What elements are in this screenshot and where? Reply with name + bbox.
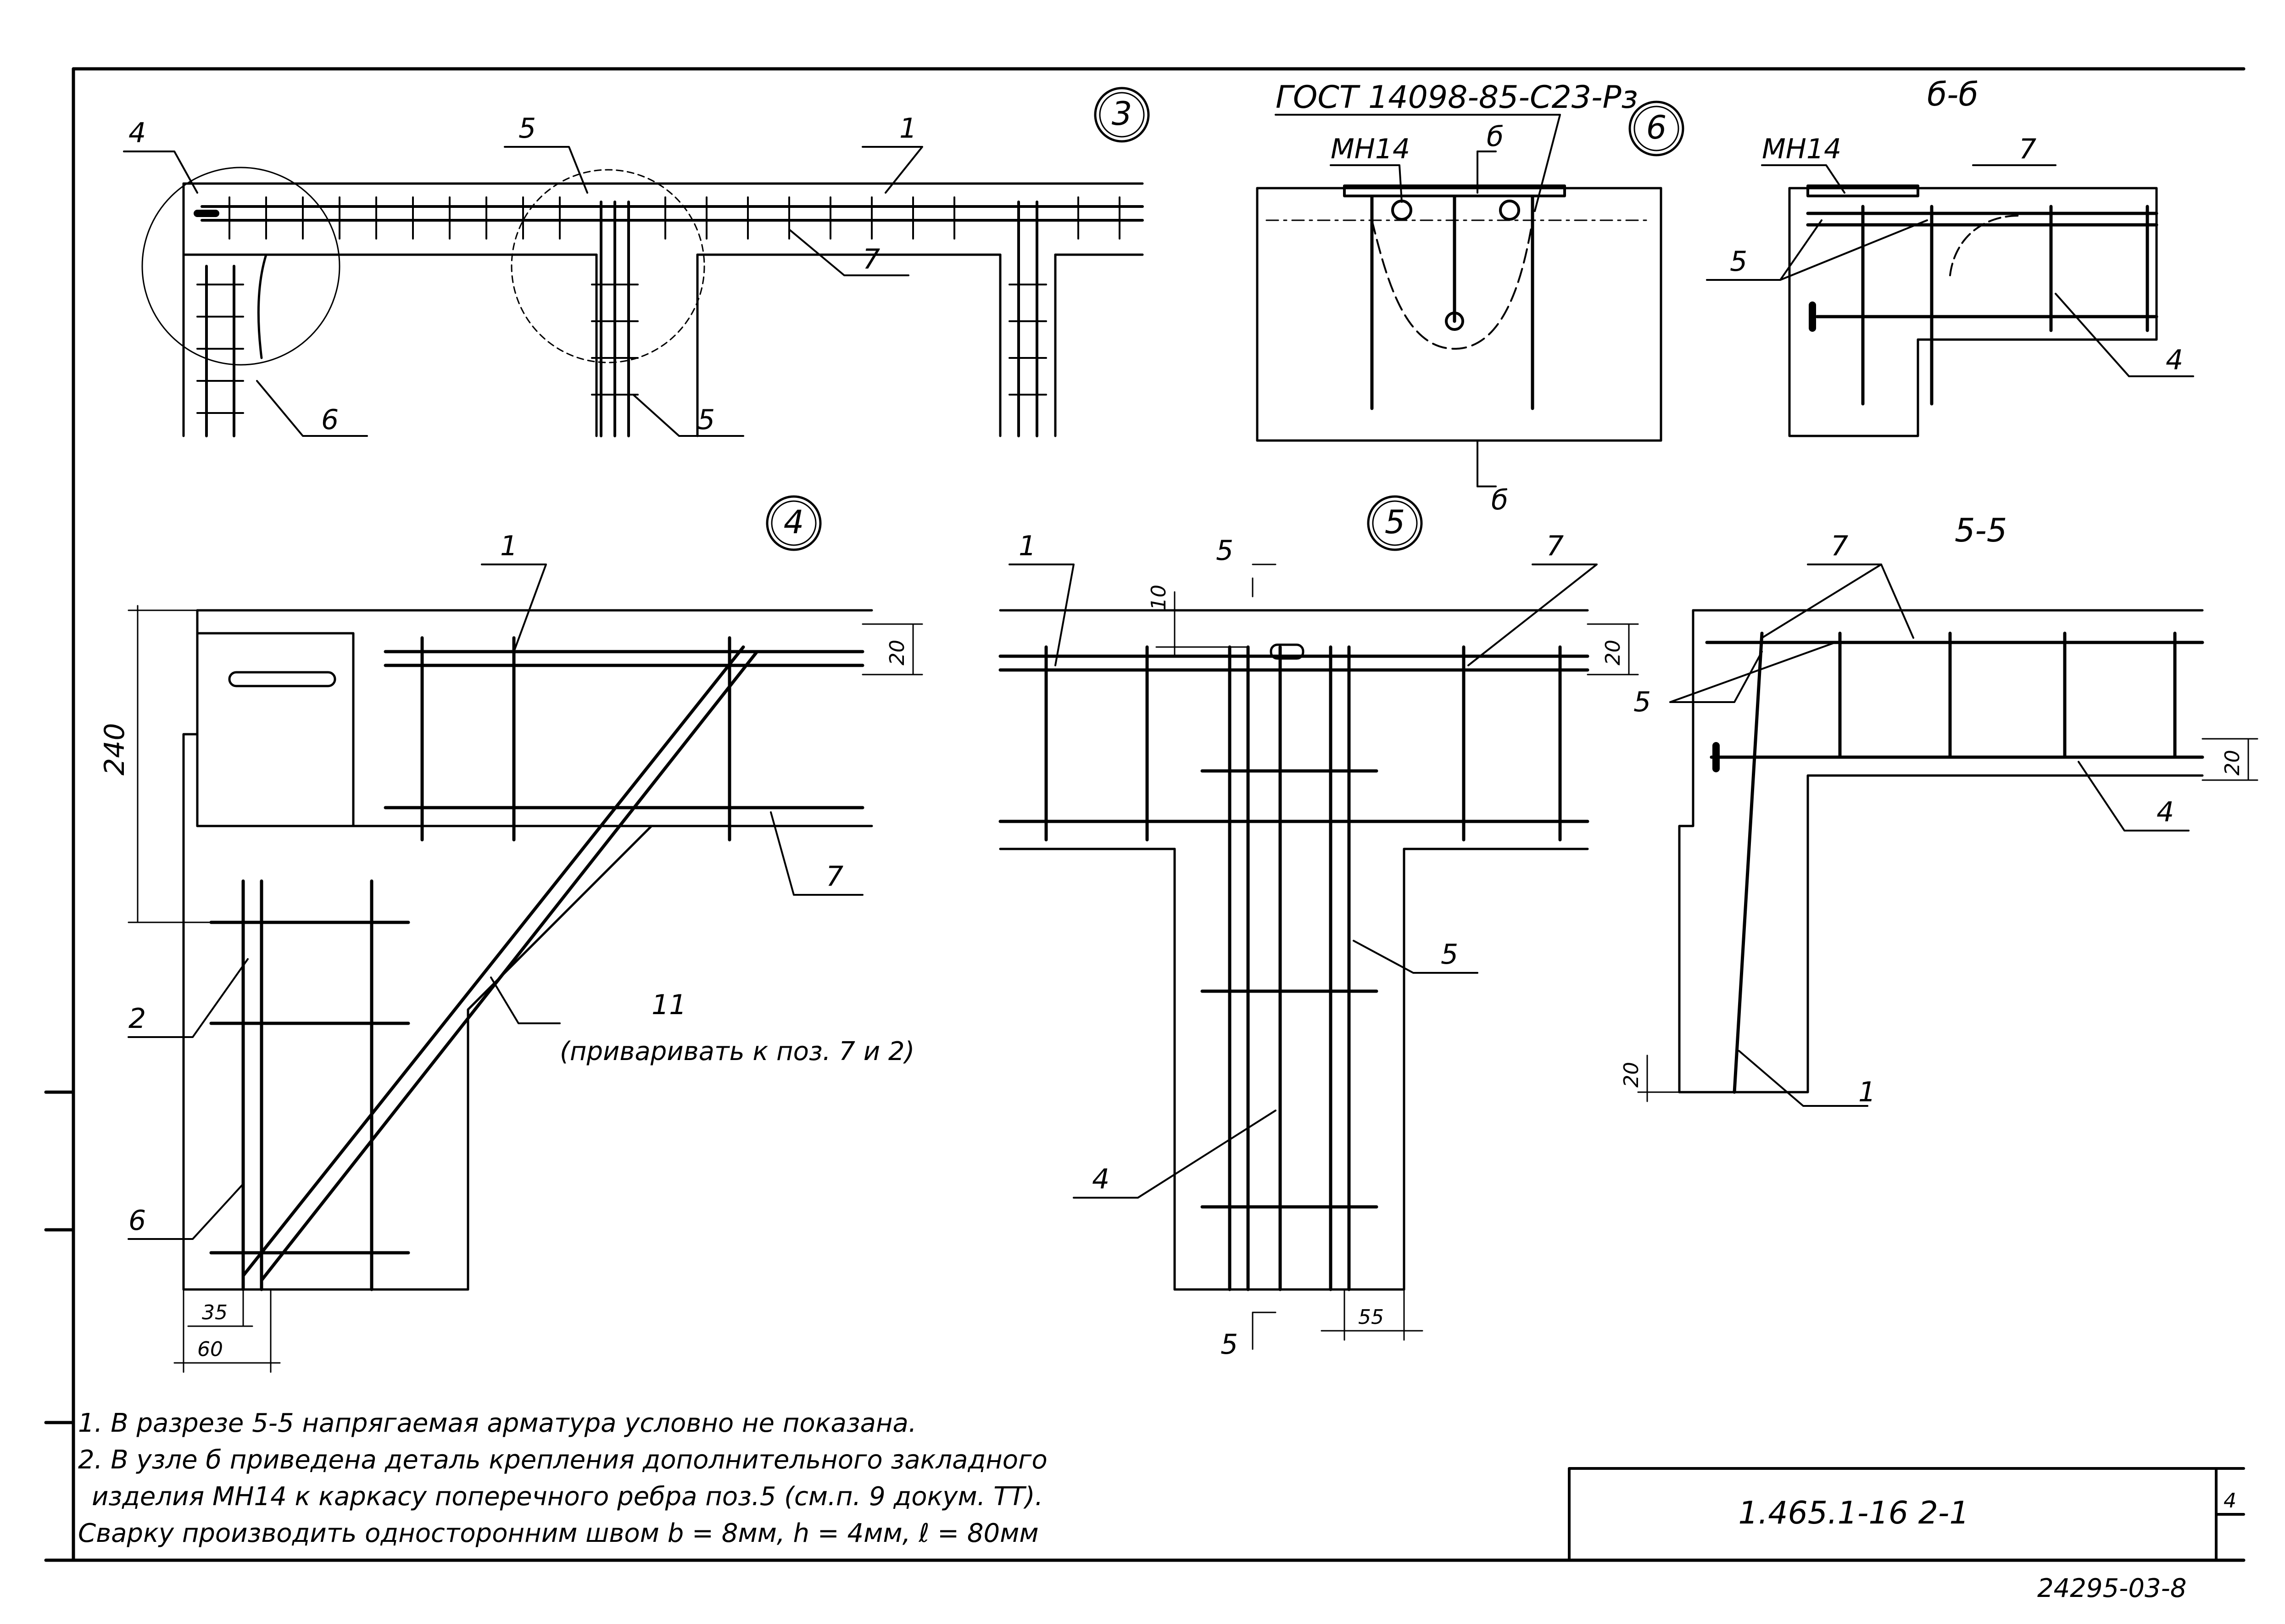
s66-pos-7-label: 7 [2019, 133, 2036, 165]
title-block [1568, 1467, 2245, 1562]
d4-pos-11-label: 11 [652, 989, 686, 1021]
section-5-5 [1637, 564, 2258, 1107]
d4-dim-60: 60 [197, 1338, 223, 1361]
marker-detail-5: 5 [1385, 503, 1405, 541]
detail-5 [998, 495, 1639, 1350]
d5-section-bottom: 5 [1221, 1328, 1238, 1361]
pos-5-label: 5 [518, 112, 536, 145]
d5-dim-10: 10 [1147, 585, 1170, 610]
d4-pos-7-label: 7 [826, 860, 843, 893]
marker-detail-3: 3 [1112, 95, 1132, 133]
d4-pos-1-label: 1 [500, 530, 518, 562]
sheet-frame [44, 67, 2246, 1562]
section-mark-bottom: б [1491, 484, 1508, 516]
section-5-5-title: 5-5 [1955, 512, 2007, 549]
s55-pos-7-label: 7 [1831, 530, 1848, 562]
marker-detail-4: 4 [784, 503, 804, 541]
d5-pos-1-label: 1 [1019, 530, 1036, 562]
pos-6-label: 6 [321, 404, 339, 436]
d4-dim-35: 35 [202, 1301, 228, 1324]
detail-6 [1256, 100, 1684, 487]
d5-pos-4-label: 4 [1092, 1163, 1109, 1195]
s55-pos-1-label: 1 [1858, 1076, 1876, 1108]
archive-number: 24295-03-8 [2037, 1574, 2186, 1603]
note-line-2: 2. В узле б приведена деталь крепления д… [78, 1445, 1048, 1475]
pos-5-bottom-label: 5 [697, 404, 715, 436]
d5-pos-5-label: 5 [1441, 938, 1458, 971]
d5-section-top: 5 [1216, 535, 1233, 567]
pos-7-label: 7 [863, 243, 880, 275]
gost-reference: ГОСТ 14098-85-С23-Рз [1276, 79, 1638, 116]
d5-dim-55: 55 [1358, 1306, 1384, 1329]
note-line-1: 1. В разрезе 5-5 напрягаемая арматура ус… [78, 1408, 917, 1438]
d4-pos-6-label: 6 [128, 1205, 146, 1237]
part-mn14-label: МН14 [1331, 133, 1410, 165]
pos-4-label: 4 [128, 117, 146, 149]
section-mark-top: б [1487, 121, 1504, 153]
d4-pos-2-label: 2 [128, 1003, 146, 1035]
s55-pos-5-label: 5 [1633, 686, 1651, 718]
section-b-b-title: б-б [1927, 76, 1978, 113]
document-code: 1.465.1-16 2-1 [1738, 1495, 1969, 1531]
d4-dim-240: 240 [99, 723, 131, 776]
pos-1-label: 1 [899, 112, 917, 145]
d4-dim-20: 20 [886, 640, 909, 665]
s55-dim-20-left: 20 [1620, 1062, 1643, 1088]
s55-dim-20-right: 20 [2221, 750, 2244, 776]
s66-part-label: МН14 [1762, 133, 1841, 165]
s55-pos-4-label: 4 [2157, 796, 2174, 828]
detail-3-overview [123, 87, 1150, 437]
detail-4 [128, 495, 923, 1373]
marker-detail-6: 6 [1646, 109, 1667, 146]
s66-pos-4-label: 4 [2166, 344, 2183, 376]
d5-dim-20: 20 [1601, 640, 1625, 665]
note-line-3: изделия МН14 к каркасу поперечного ребра… [92, 1482, 1043, 1512]
note-line-4: Сварку производить односторонним швом b … [78, 1518, 1039, 1548]
d5-pos-7-label: 7 [1546, 530, 1564, 562]
sheet-number: 4 [2224, 1489, 2236, 1512]
d4-pos-11-note: (приваривать к поз. 7 и 2) [560, 1037, 914, 1066]
section-b-b [1706, 164, 2194, 437]
s66-pos-5-label: 5 [1730, 246, 1747, 278]
